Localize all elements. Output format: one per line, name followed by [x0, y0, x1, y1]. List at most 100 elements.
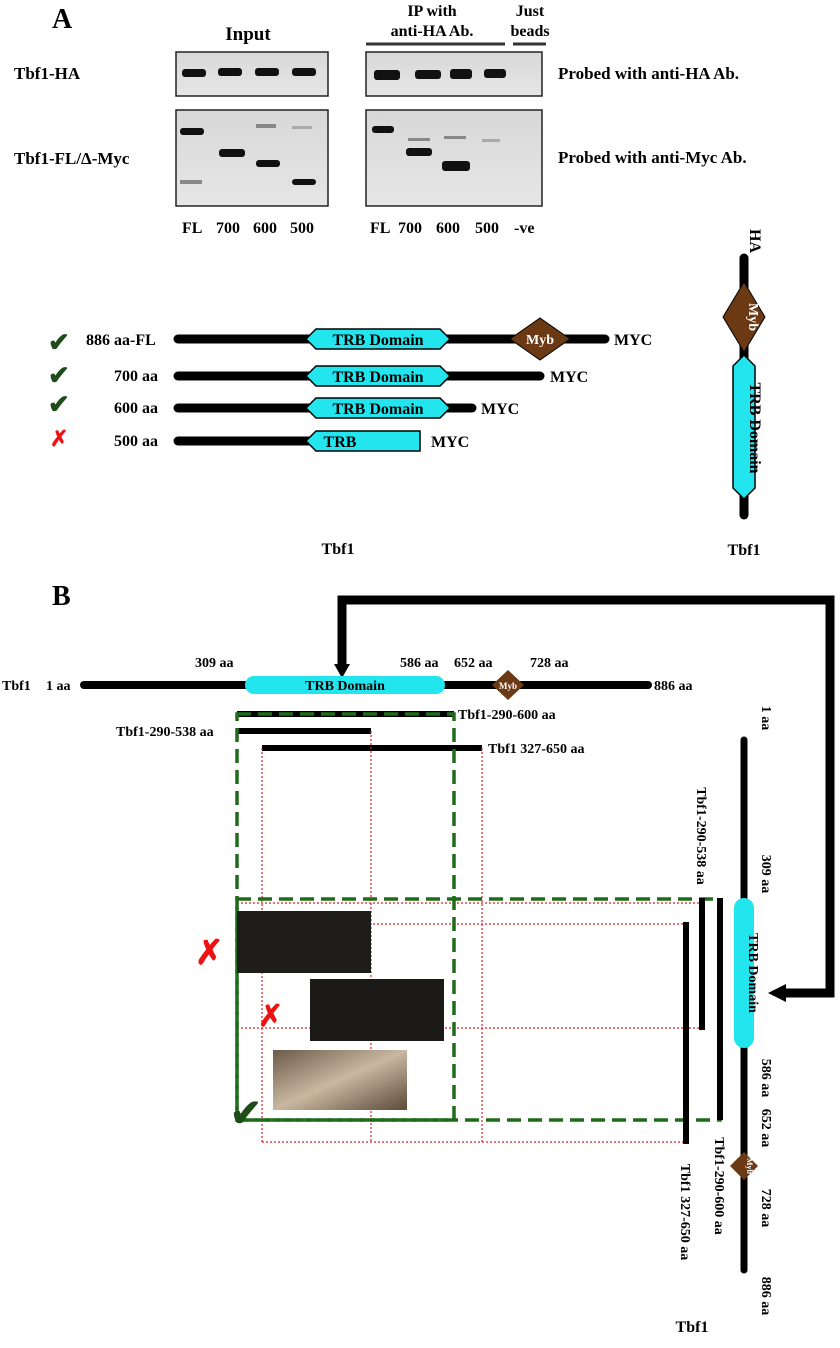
position-label: 728 aa: [530, 656, 569, 671]
vertical-fragments: Tbf1-290-538 aa Tbf1-290-600 aa Tbf1 327…: [677, 787, 726, 1260]
ip-title-line1: IP with: [407, 3, 456, 20]
blot-ip-myc: [365, 109, 543, 207]
trb-domain-shape: [732, 353, 756, 501]
ha-bands: [182, 68, 506, 80]
construct-label: 500 aa: [114, 433, 158, 450]
myb-label: Myb: [499, 681, 517, 691]
row1-label: Tbf1-HA: [14, 64, 81, 83]
trb-domain-label: TRB Domain: [332, 332, 423, 349]
position-label: 652 aa: [758, 1109, 773, 1148]
position-label: 652 aa: [454, 656, 493, 671]
panel-b-label: B: [52, 581, 71, 612]
trb-domain-label: TRB Domain: [746, 382, 763, 473]
row2-label: Tbf1-FL/Δ-Myc: [14, 149, 130, 168]
vertical-protein-a: HA Myb TRB Domain Tbf1: [722, 229, 766, 559]
lane-label: 700: [216, 220, 240, 237]
plate-image-2: [310, 979, 444, 1041]
vertical-protein-caption: Tbf1: [676, 1319, 709, 1336]
ip-title-line2: anti-HA Ab.: [391, 23, 474, 40]
trb-domain-label: TRB Domain: [332, 369, 423, 386]
connector-arrow: [334, 595, 835, 1002]
trb-domain-shape: [245, 676, 445, 694]
construct-500: ✗ 500 aa TRB MYC: [50, 426, 469, 452]
cross-icon: ✗: [195, 935, 224, 972]
lane-label: FL: [182, 220, 202, 237]
construct-label: 700 aa: [114, 368, 158, 385]
blot-input-myc: [175, 109, 329, 207]
trb-domain-label: TRB: [324, 434, 357, 451]
probe-myc-label: Probed with anti-Myc Ab.: [558, 148, 747, 167]
plate-image-3: [273, 1050, 407, 1110]
position-label: 309 aa: [195, 656, 234, 671]
construct-label: 600 aa: [114, 400, 158, 417]
trb-domain-label: TRB Domain: [305, 679, 385, 694]
vertical-protein-b: TRB Domain Myb 1 aa 309 aa 586 aa 652 aa…: [730, 706, 773, 1316]
horizontal-protein: Tbf1 1 aa TRB Domain Myb 309 aa 586 aa 6…: [2, 656, 693, 700]
trb-domain-label: TRB Domain: [745, 933, 760, 1013]
trb-domain-shape: [304, 397, 452, 419]
myc-tag: MYC: [614, 332, 652, 349]
ip-lane-labels: FL 700 600 500 -ve: [370, 220, 534, 237]
fragment-label: Tbf1-290-600 aa: [458, 708, 556, 723]
check-icon: ✔: [48, 328, 70, 357]
beads-title-line2: beads: [510, 23, 549, 40]
trb-domain-shape: [304, 430, 421, 452]
myb-shape: [509, 317, 571, 361]
lane-label: -ve: [514, 220, 534, 237]
construct-caption: Tbf1: [322, 541, 355, 558]
check-icon: ✔: [230, 1093, 262, 1135]
ha-tag: HA: [746, 229, 763, 253]
position-label: 886 aa: [758, 1277, 773, 1316]
beads-title-line1: Just: [516, 3, 545, 20]
fragment-label: Tbf1 327-650 aa: [488, 742, 584, 757]
probe-ha-label: Probed with anti-HA Ab.: [558, 64, 739, 83]
protein-label: Tbf1: [2, 679, 31, 694]
trb-domain-shape: [304, 328, 452, 350]
vertical-caption: Tbf1: [728, 542, 761, 559]
lane-label: 600: [436, 220, 460, 237]
lane-label: FL: [370, 220, 390, 237]
myb-label: Myb: [745, 303, 760, 331]
position-label: 586 aa: [758, 1059, 773, 1098]
fragment-label: Tbf1-290-600 aa: [711, 1137, 726, 1235]
cross-icon: ✗: [258, 1000, 283, 1033]
myc-bands-input: [180, 124, 316, 185]
position-label: 586 aa: [400, 656, 439, 671]
construct-fl: ✔ 886 aa-FL TRB Domain Myb MYC: [48, 317, 652, 361]
fragment-label: Tbf1-290-538 aa: [116, 725, 214, 740]
trb-domain-shape: [734, 898, 754, 1048]
position-label: 309 aa: [758, 855, 773, 894]
position-label: 886 aa: [654, 679, 693, 694]
trb-domain-shape: [304, 365, 452, 387]
lane-label: 600: [253, 220, 277, 237]
input-title: Input: [225, 24, 271, 45]
lane-label: 500: [290, 220, 314, 237]
myb-label: Myb: [526, 333, 554, 348]
myc-tag: MYC: [431, 434, 469, 451]
myc-bands-ip: [372, 126, 500, 171]
position-label: 1 aa: [46, 679, 71, 694]
myb-label: Myb: [745, 1158, 754, 1175]
myc-tag: MYC: [481, 401, 519, 418]
cross-icon: ✗: [50, 426, 68, 451]
position-label: 1 aa: [758, 706, 773, 731]
lane-label: 500: [475, 220, 499, 237]
fragment-label: Tbf1 327-650 aa: [677, 1164, 692, 1260]
myb-shape: [722, 281, 766, 353]
construct-700: ✔ 700 aa TRB Domain MYC: [48, 361, 588, 390]
position-label: 728 aa: [758, 1189, 773, 1228]
check-icon: ✔: [48, 361, 70, 390]
construct-label: 886 aa-FL: [86, 332, 156, 349]
construct-600: ✔ 600 aa TRB Domain MYC: [48, 390, 519, 419]
lane-label: 700: [398, 220, 422, 237]
panel-a-label: A: [52, 4, 73, 35]
check-icon: ✔: [48, 390, 70, 419]
myb-shape: [730, 1152, 758, 1180]
myb-shape: [492, 670, 524, 700]
trb-domain-label: TRB Domain: [332, 401, 423, 418]
fragment-label: Tbf1-290-538 aa: [693, 787, 708, 885]
myc-tag: MYC: [550, 369, 588, 386]
input-lane-labels: FL 700 600 500: [182, 220, 314, 237]
plate-image-1: [237, 911, 371, 973]
